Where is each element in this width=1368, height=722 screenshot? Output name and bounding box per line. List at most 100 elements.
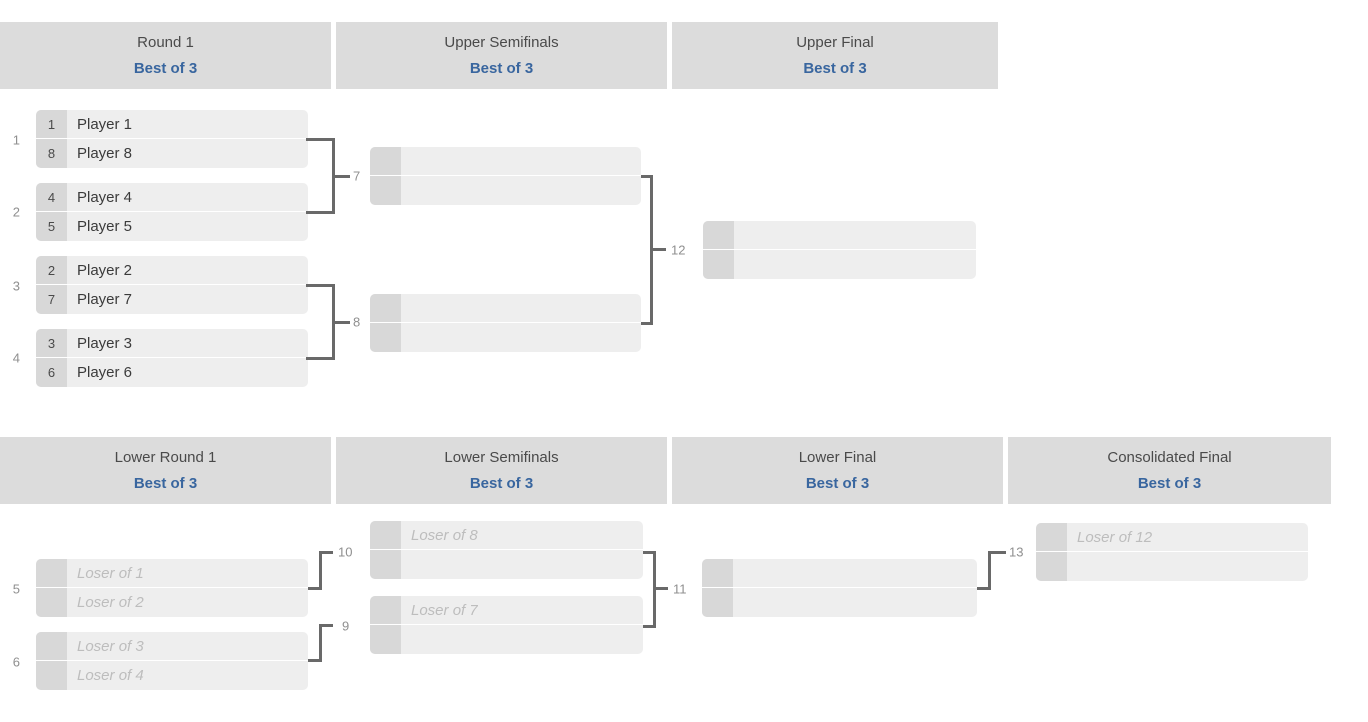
match-6[interactable]: Loser of 3 Loser of 4 bbox=[36, 632, 308, 690]
match-slot[interactable]: Loser of 1 bbox=[36, 559, 308, 588]
seed-badge: 4 bbox=[36, 183, 67, 211]
player-placeholder: Loser of 1 bbox=[77, 564, 144, 582]
match-3[interactable]: 2 Player 2 7 Player 7 bbox=[36, 256, 308, 314]
round-title: Round 1 bbox=[137, 34, 194, 51]
match-4[interactable]: 3 Player 3 6 Player 6 bbox=[36, 329, 308, 387]
seed-badge bbox=[370, 625, 401, 654]
match-12[interactable] bbox=[703, 221, 976, 279]
match-slot[interactable] bbox=[370, 176, 641, 205]
match-slot[interactable] bbox=[702, 559, 977, 588]
connector-stub-match-7 bbox=[335, 175, 350, 178]
match-slot[interactable] bbox=[370, 323, 641, 352]
match-number-10: 10 bbox=[338, 544, 353, 560]
match-13[interactable]: Loser of 12 bbox=[1036, 523, 1308, 581]
match-number-13: 13 bbox=[1009, 544, 1024, 560]
player-placeholder bbox=[733, 559, 743, 587]
match-slot[interactable] bbox=[370, 625, 643, 654]
round-title: Lower Semifinals bbox=[444, 449, 559, 466]
connector-to-match-13 bbox=[977, 587, 991, 590]
round-header-lower-semifinals: Lower Semifinals Best of 3 bbox=[336, 437, 667, 504]
round-header-lower-final: Lower Final Best of 3 bbox=[672, 437, 1003, 504]
connector-to-match-9 bbox=[319, 624, 322, 662]
match-8[interactable] bbox=[370, 294, 641, 352]
match-slot[interactable] bbox=[702, 588, 977, 617]
seed-badge bbox=[370, 521, 401, 549]
match-slot[interactable]: 4 Player 4 bbox=[36, 183, 308, 212]
seed-badge bbox=[36, 559, 67, 587]
player-name bbox=[734, 221, 744, 249]
seed-badge bbox=[36, 632, 67, 660]
match-slot[interactable]: 7 Player 7 bbox=[36, 285, 308, 314]
round-header-upper-final: Upper Final Best of 3 bbox=[672, 22, 998, 89]
round-title: Lower Round 1 bbox=[114, 449, 217, 466]
match-slot[interactable]: Loser of 7 bbox=[370, 596, 643, 625]
seed-badge: 6 bbox=[36, 358, 67, 387]
connector-to-match-13 bbox=[988, 551, 991, 590]
match-number-11: 11 bbox=[673, 581, 687, 597]
round-header-consolidated-final: Consolidated Final Best of 3 bbox=[1008, 437, 1331, 504]
match-slot[interactable]: Loser of 8 bbox=[370, 521, 643, 550]
player-placeholder: Loser of 8 bbox=[411, 526, 478, 544]
connector-stub-match-9 bbox=[322, 624, 333, 627]
seed-badge: 1 bbox=[36, 110, 67, 138]
seed-badge bbox=[370, 147, 401, 175]
round-best-of: Best of 3 bbox=[803, 60, 867, 77]
round-header-upper-semifinals: Upper Semifinals Best of 3 bbox=[336, 22, 667, 89]
round-title: Consolidated Final bbox=[1107, 449, 1232, 466]
match-slot[interactable]: 6 Player 6 bbox=[36, 358, 308, 387]
seed-badge: 7 bbox=[36, 285, 67, 314]
player-name bbox=[734, 250, 744, 279]
match-slot[interactable]: Loser of 12 bbox=[1036, 523, 1308, 552]
match-number-12: 12 bbox=[671, 242, 686, 258]
match-5[interactable]: Loser of 1 Loser of 2 bbox=[36, 559, 308, 617]
match-slot[interactable] bbox=[703, 221, 976, 250]
player-placeholder: Loser of 4 bbox=[77, 667, 144, 684]
connector-to-match-10 bbox=[319, 551, 322, 590]
match-10[interactable]: Loser of 8 bbox=[370, 521, 643, 579]
match-1[interactable]: 1 Player 1 8 Player 8 bbox=[36, 110, 308, 168]
round-best-of: Best of 3 bbox=[133, 60, 198, 77]
player-name bbox=[401, 323, 411, 352]
match-9[interactable]: Loser of 7 bbox=[370, 596, 643, 654]
seed-badge bbox=[1036, 523, 1067, 551]
match-11[interactable] bbox=[702, 559, 977, 617]
seed-badge bbox=[370, 176, 401, 205]
player-name: Player 8 bbox=[77, 145, 133, 162]
match-slot[interactable] bbox=[1036, 552, 1308, 581]
seed-badge bbox=[36, 661, 67, 690]
seed-badge bbox=[1036, 552, 1067, 581]
match-2[interactable]: 4 Player 4 5 Player 5 bbox=[36, 183, 308, 241]
match-number-4: 4 bbox=[12, 350, 20, 366]
match-slot[interactable]: 2 Player 2 bbox=[36, 256, 308, 285]
player-name bbox=[401, 176, 411, 205]
seed-badge bbox=[703, 250, 734, 279]
match-slot[interactable]: Loser of 4 bbox=[36, 661, 308, 690]
match-slot[interactable]: 3 Player 3 bbox=[36, 329, 308, 358]
match-slot[interactable]: Loser of 2 bbox=[36, 588, 308, 617]
seed-badge bbox=[370, 596, 401, 624]
match-slot[interactable]: Loser of 3 bbox=[36, 632, 308, 661]
match-7[interactable] bbox=[370, 147, 641, 205]
player-name: Player 4 bbox=[77, 188, 133, 206]
player-name: Player 7 bbox=[77, 291, 133, 308]
player-placeholder bbox=[1067, 552, 1077, 581]
player-placeholder: Loser of 12 bbox=[1077, 528, 1153, 546]
connector-stub-match-11 bbox=[656, 587, 668, 590]
player-name bbox=[401, 294, 411, 322]
match-slot[interactable]: 8 Player 8 bbox=[36, 139, 308, 168]
seed-badge bbox=[370, 550, 401, 579]
match-slot[interactable] bbox=[703, 250, 976, 279]
round-best-of: Best of 3 bbox=[805, 475, 870, 492]
match-slot[interactable]: 1 Player 1 bbox=[36, 110, 308, 139]
match-number-5: 5 bbox=[12, 581, 20, 597]
connector-to-match-11 bbox=[643, 551, 656, 628]
match-number-7: 7 bbox=[353, 168, 361, 184]
match-slot[interactable] bbox=[370, 550, 643, 579]
player-placeholder bbox=[401, 550, 411, 579]
match-slot[interactable] bbox=[370, 147, 641, 176]
round-header-round-1: Round 1 Best of 3 bbox=[0, 22, 331, 89]
match-slot[interactable] bbox=[370, 294, 641, 323]
match-number-6: 6 bbox=[12, 654, 20, 670]
match-slot[interactable]: 5 Player 5 bbox=[36, 212, 308, 241]
